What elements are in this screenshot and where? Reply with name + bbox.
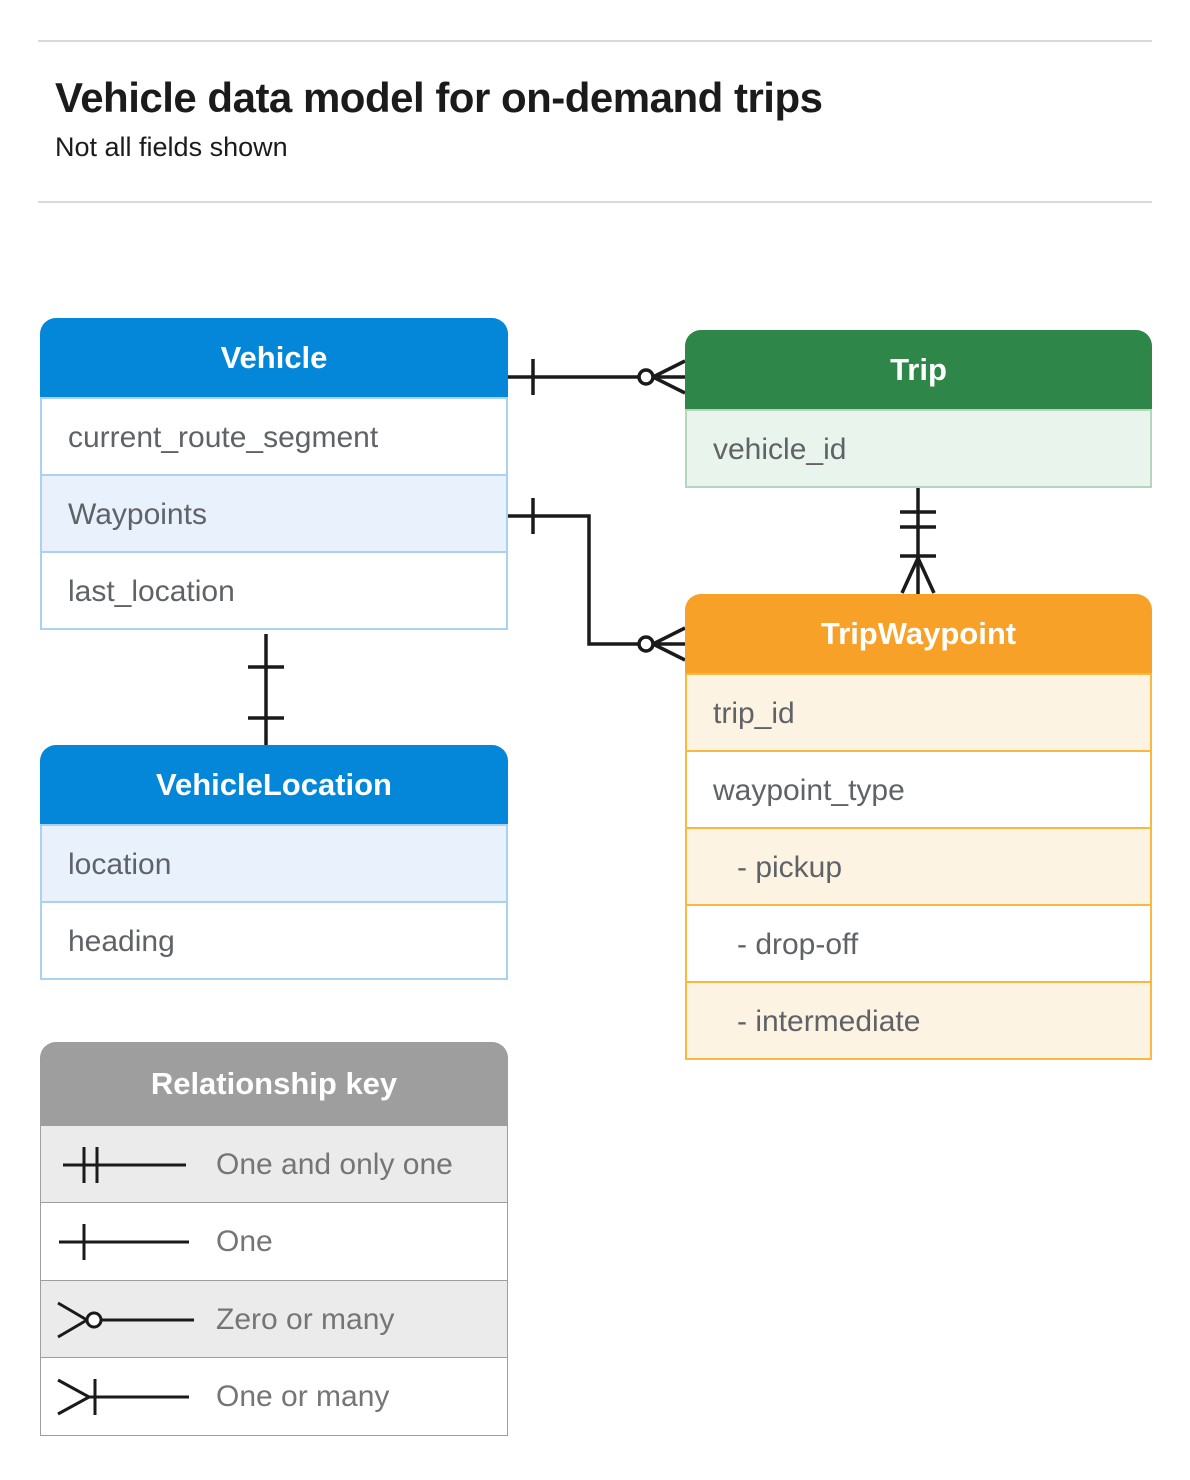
page-title: Vehicle data model for on-demand trips: [55, 74, 823, 121]
field-row-drop-off: - drop-off: [685, 904, 1152, 983]
relationship-key: Relationship key One and only one One Ze…: [40, 1042, 508, 1436]
field-row-pickup: - pickup: [685, 827, 1152, 906]
connector-waypoints-tripwaypoint: [508, 498, 686, 662]
field-row-location: location: [40, 824, 508, 903]
entity-table-vehiclelocation: VehicleLocation location heading: [40, 745, 508, 980]
page-subtitle: Not all fields shown: [55, 132, 288, 162]
field-row-intermediate: - intermediate: [685, 981, 1152, 1060]
table-header-tripwaypoint: TripWaypoint: [685, 594, 1152, 673]
field-row-waypoint-type: waypoint_type: [685, 750, 1152, 829]
table-header-trip: Trip: [685, 330, 1152, 409]
field-row-vehicle-id: vehicle_id: [685, 409, 1152, 488]
one-icon: [59, 1224, 189, 1260]
legend-row-zero-or-many: Zero or many: [40, 1279, 508, 1359]
legend-row-one-or-many: One or many: [40, 1357, 508, 1436]
field-row-last-location: last_location: [40, 551, 508, 630]
entity-table-tripwaypoint: TripWaypoint trip_id waypoint_type - pic…: [685, 594, 1152, 1060]
connector-vehicle-trip: [508, 359, 686, 395]
legend-label: One or many: [216, 1380, 390, 1413]
one-or-many-icon: [57, 1378, 189, 1416]
entity-table-vehicle: Vehicle current_route_segment Waypoints …: [40, 318, 508, 630]
table-header-vehicle: Vehicle: [40, 318, 508, 397]
header-divider: [38, 201, 1152, 203]
connector-vehicle-vehiclelocation: [248, 634, 284, 745]
entity-table-trip: Trip vehicle_id: [685, 330, 1152, 488]
field-row-current-route-segment: current_route_segment: [40, 397, 508, 476]
legend-label: One: [216, 1225, 273, 1258]
field-row-trip-id: trip_id: [685, 673, 1152, 752]
legend-row-one-and-only-one: One and only one: [40, 1124, 508, 1204]
field-row-heading: heading: [40, 901, 508, 980]
zero-or-many-icon: [57, 1301, 194, 1338]
connector-trip-tripwaypoint: [900, 488, 936, 594]
table-header-vehiclelocation: VehicleLocation: [40, 745, 508, 824]
legend-label: One and only one: [216, 1147, 453, 1181]
one-and-only-one-icon: [63, 1146, 186, 1183]
field-row-waypoints: Waypoints: [40, 474, 508, 553]
top-divider: [38, 40, 1152, 42]
relationship-key-header: Relationship key: [40, 1042, 508, 1126]
legend-label: Zero or many: [216, 1302, 395, 1336]
legend-row-one: One: [40, 1202, 508, 1281]
